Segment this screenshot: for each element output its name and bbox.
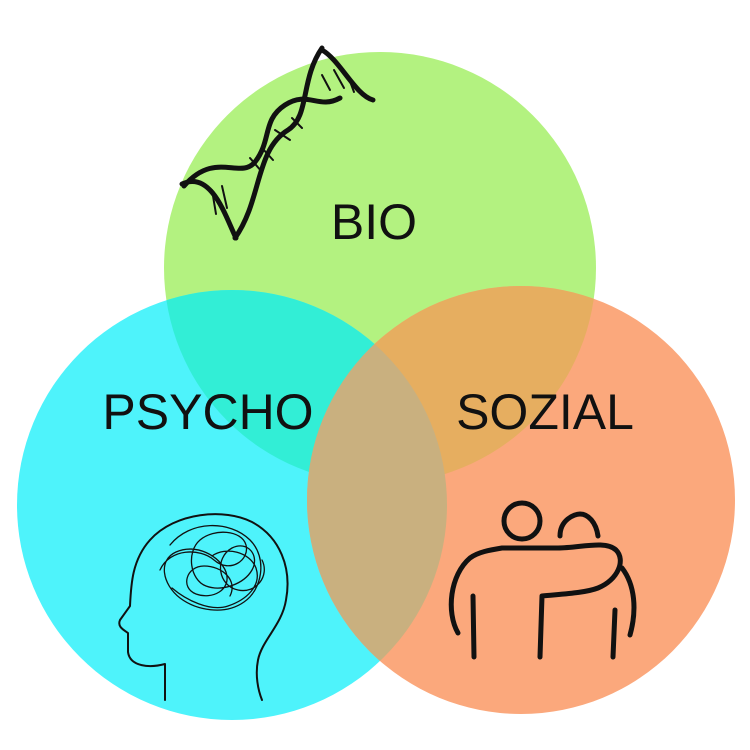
psycho-sozial-overlap <box>307 290 447 714</box>
two-people-icon <box>448 500 637 660</box>
sozial-label: SOZIAL <box>456 384 634 440</box>
bio-label: BIO <box>331 194 417 250</box>
head-brain-icon <box>118 513 289 701</box>
psycho-label: PSYCHO <box>102 384 313 440</box>
dna-icon <box>179 45 376 241</box>
